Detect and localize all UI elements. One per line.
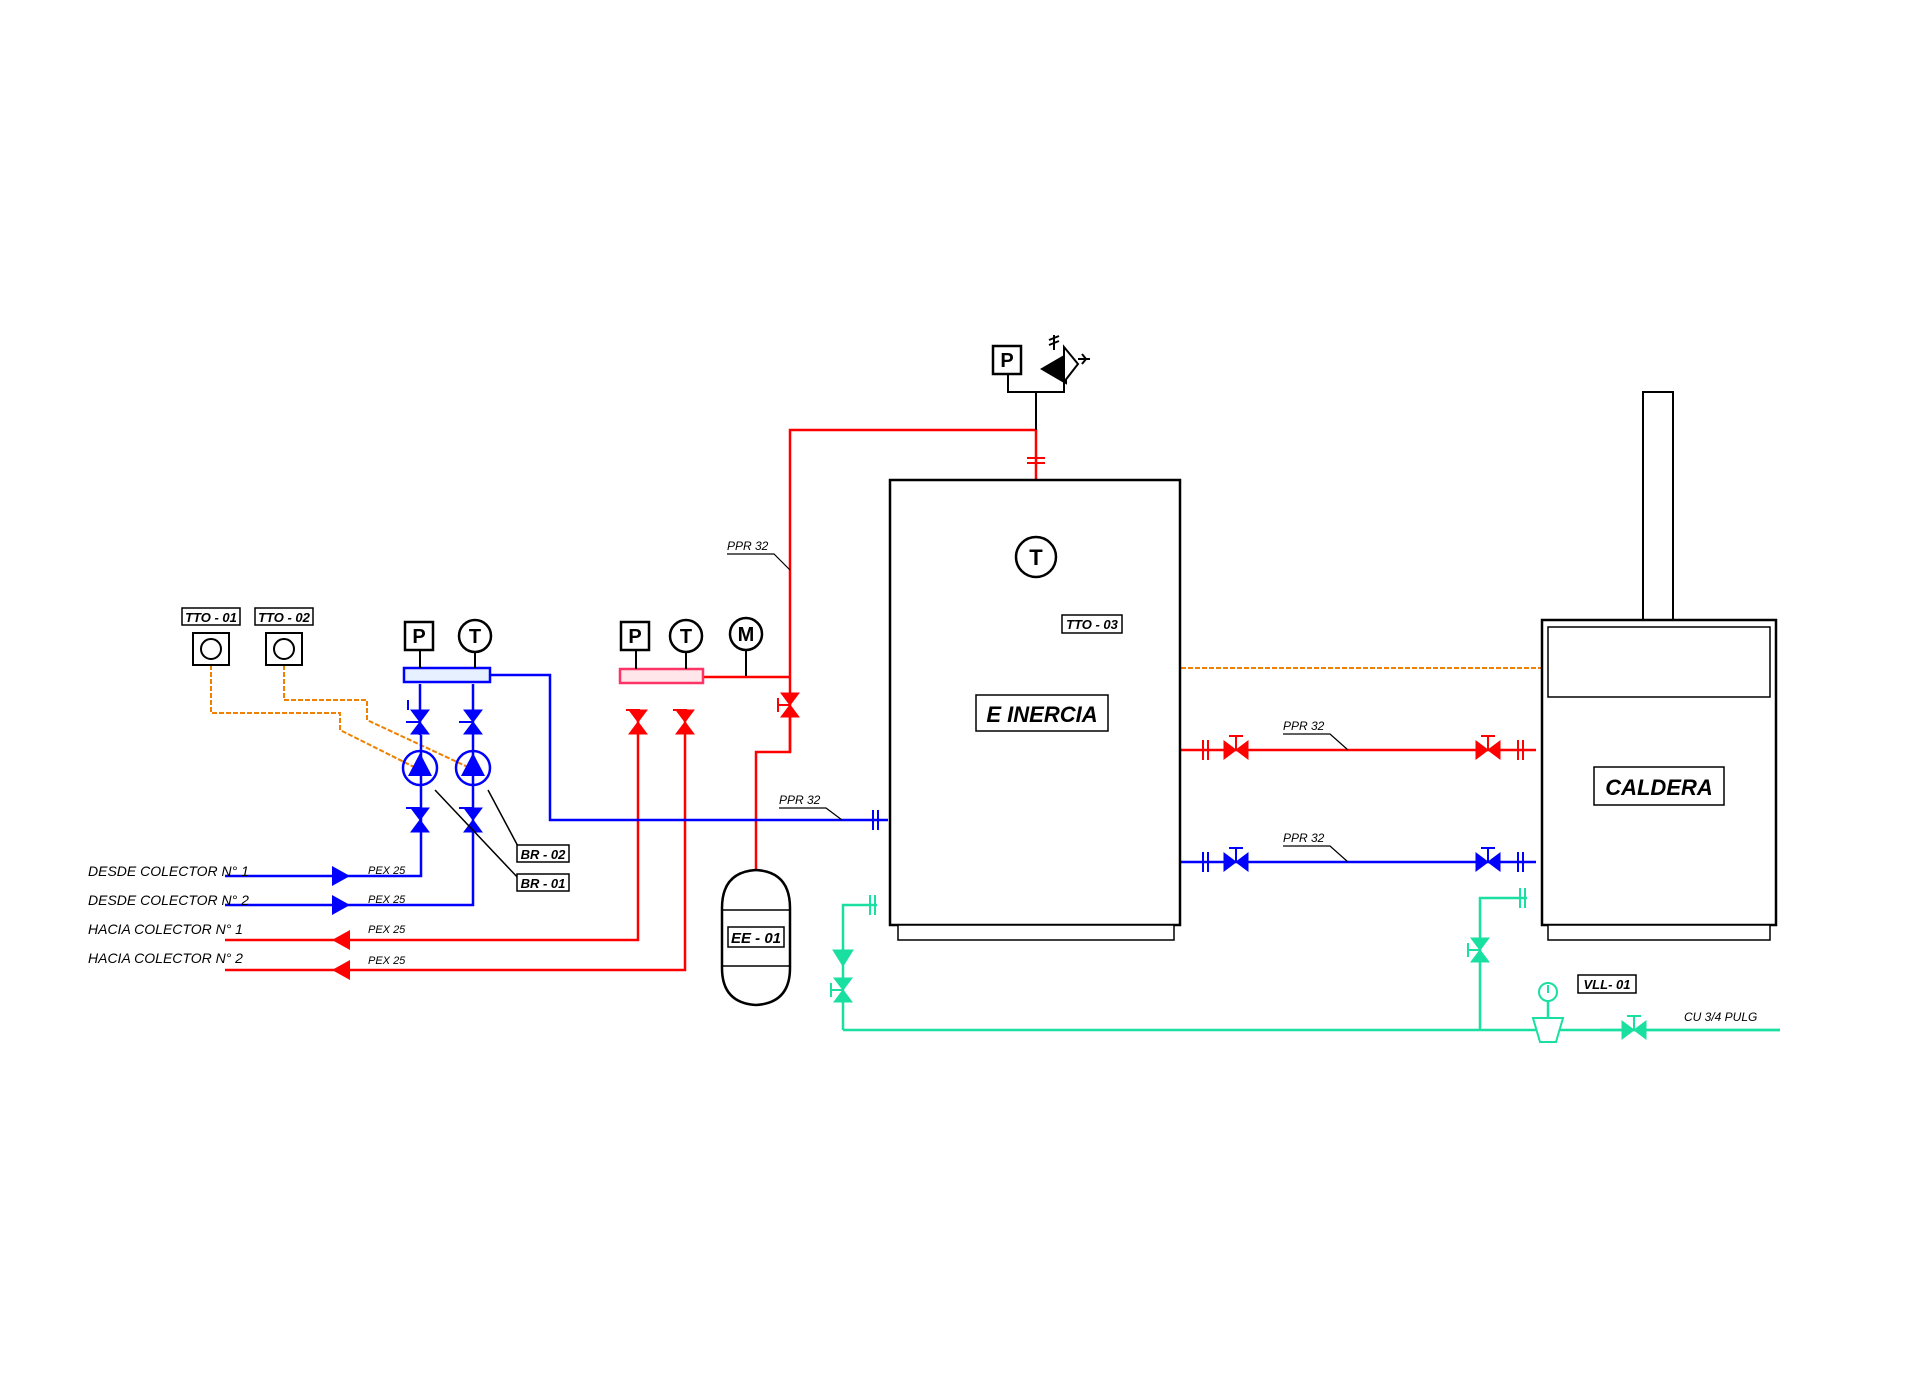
- thermometer-hot-label: T: [680, 626, 692, 648]
- thermostat-tto-02: [265, 632, 303, 666]
- instruments: P T P T M P: [403, 335, 1090, 654]
- tag-br-02: BR - 02: [521, 847, 567, 862]
- fill-valve-vll-01: [1531, 982, 1565, 1043]
- manometer: [728, 616, 764, 652]
- tank-thermometer-label: T: [1029, 545, 1043, 570]
- tag-tto-03: TTO - 03: [1066, 617, 1119, 632]
- manometer-label: M: [738, 624, 755, 646]
- tag-ee-01: EE - 01: [731, 930, 781, 947]
- makeup-valve-stems: [830, 943, 1641, 1030]
- safety-relief-valve-icon: [1040, 335, 1090, 385]
- label-hacia-colector-1: HACIA COLECTOR N° 1: [88, 921, 243, 937]
- pipe-unions: [869, 457, 1526, 915]
- thermometer-hot: [668, 618, 704, 654]
- label-pex-4: PEX 25: [368, 955, 406, 967]
- label-ppr-cold-boiler: PPR 32: [1283, 831, 1325, 845]
- thermometer-cold-label: T: [469, 626, 481, 648]
- equipment-tags: TTO - 01 TTO - 02 TTO - 03 BR - 02 BR - …: [181, 607, 1637, 994]
- tag-tto-02: TTO - 02: [258, 610, 311, 625]
- label-pex-3: PEX 25: [368, 924, 406, 936]
- boiler-title: CALDERA: [1605, 775, 1713, 800]
- tag-tto-01: TTO - 01: [185, 610, 237, 625]
- flow-arrows: [332, 866, 350, 980]
- label-pex-2: PEX 25: [368, 894, 406, 906]
- hot-header: [618, 667, 705, 685]
- tag-br-01: BR - 01: [521, 876, 566, 891]
- thermostat-tto-01: [192, 632, 230, 666]
- boiler: CALDERA: [1540, 391, 1778, 941]
- makeup-valves: [832, 937, 1647, 1040]
- hot-valve-stems: [626, 698, 1495, 750]
- label-desde-colector-1: DESDE COLECTOR N° 1: [88, 863, 249, 879]
- label-ppr-hot-boiler: PPR 32: [1283, 719, 1325, 733]
- label-hacia-colector-2: HACIA COLECTOR N° 2: [88, 950, 243, 966]
- circulator-pumps: [401, 749, 521, 881]
- cold-valves: [410, 709, 1501, 872]
- hot-water-piping: [225, 428, 1536, 972]
- pump-br-01: [401, 749, 439, 787]
- pressure-gauge-hot-label: P: [628, 626, 641, 648]
- pressure-gauge-top: [991, 344, 1023, 376]
- leader-lines: [727, 553, 1349, 863]
- pressure-gauge-hot: [619, 620, 651, 652]
- pressure-gauge-cold-label: P: [412, 626, 425, 648]
- label-ppr-cold: PPR 32: [779, 793, 821, 807]
- label-cu: CU 3/4 PULG: [1684, 1010, 1757, 1024]
- tank-thermometer: [1014, 535, 1058, 579]
- tank-title: E INERCIA: [986, 702, 1097, 727]
- tag-vll-01: VLL- 01: [1584, 977, 1631, 992]
- line-labels: DESDE COLECTOR N° 1 DESDE COLECTOR N° 2 …: [88, 539, 1757, 1024]
- label-desde-colector-2: DESDE COLECTOR N° 2: [88, 892, 249, 908]
- pressure-gauge-cold: [403, 620, 435, 652]
- cold-header: [402, 666, 492, 684]
- pump-br-02: [454, 749, 492, 787]
- pressure-gauge-top-label: P: [1000, 350, 1013, 372]
- thermometer-cold: [457, 618, 493, 654]
- label-pex-1: PEX 25: [368, 865, 406, 877]
- boiler-chimney: [1642, 391, 1674, 621]
- cold-valve-stems: [406, 700, 1495, 862]
- expansion-tank: EE - 01: [720, 868, 792, 1007]
- boiler-control-panel: [1547, 626, 1771, 698]
- instrument-stems: [419, 375, 1065, 676]
- buffer-tank: T E INERCIA: [888, 478, 1182, 941]
- label-ppr-riser: PPR 32: [727, 539, 769, 553]
